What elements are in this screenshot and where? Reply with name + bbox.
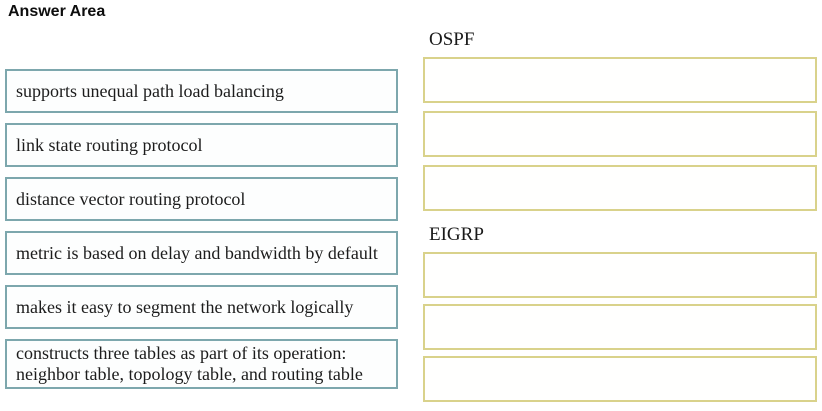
drop-slot-ospf-2[interactable] [423, 111, 817, 157]
option-tile[interactable]: distance vector routing protocol [5, 177, 398, 221]
drop-slot-eigrp-1[interactable] [423, 252, 817, 298]
draggable-options-column: supports unequal path load balancing link… [5, 69, 398, 389]
drop-slot-eigrp-3[interactable] [423, 356, 817, 402]
drop-slot-eigrp-2[interactable] [423, 304, 817, 350]
group-label-eigrp: EIGRP [429, 224, 484, 245]
option-tile[interactable]: constructs three tables as part of its o… [5, 339, 398, 389]
protocol-group-eigrp: EIGRP [423, 223, 817, 402]
group-slots [423, 252, 817, 402]
drop-slot-ospf-1[interactable] [423, 57, 817, 103]
option-tile[interactable]: link state routing protocol [5, 123, 398, 167]
protocol-group-ospf: OSPF [423, 28, 817, 211]
group-slots [423, 57, 817, 211]
group-label-ospf: OSPF [429, 29, 475, 50]
option-tile[interactable]: metric is based on delay and bandwidth b… [5, 231, 398, 275]
page-title: Answer Area [8, 3, 106, 20]
option-tile[interactable]: makes it easy to segment the network log… [5, 285, 398, 329]
option-tile[interactable]: supports unequal path load balancing [5, 69, 398, 113]
drop-target-groups-column: OSPF EIGRP [423, 28, 817, 402]
drop-slot-ospf-3[interactable] [423, 165, 817, 211]
